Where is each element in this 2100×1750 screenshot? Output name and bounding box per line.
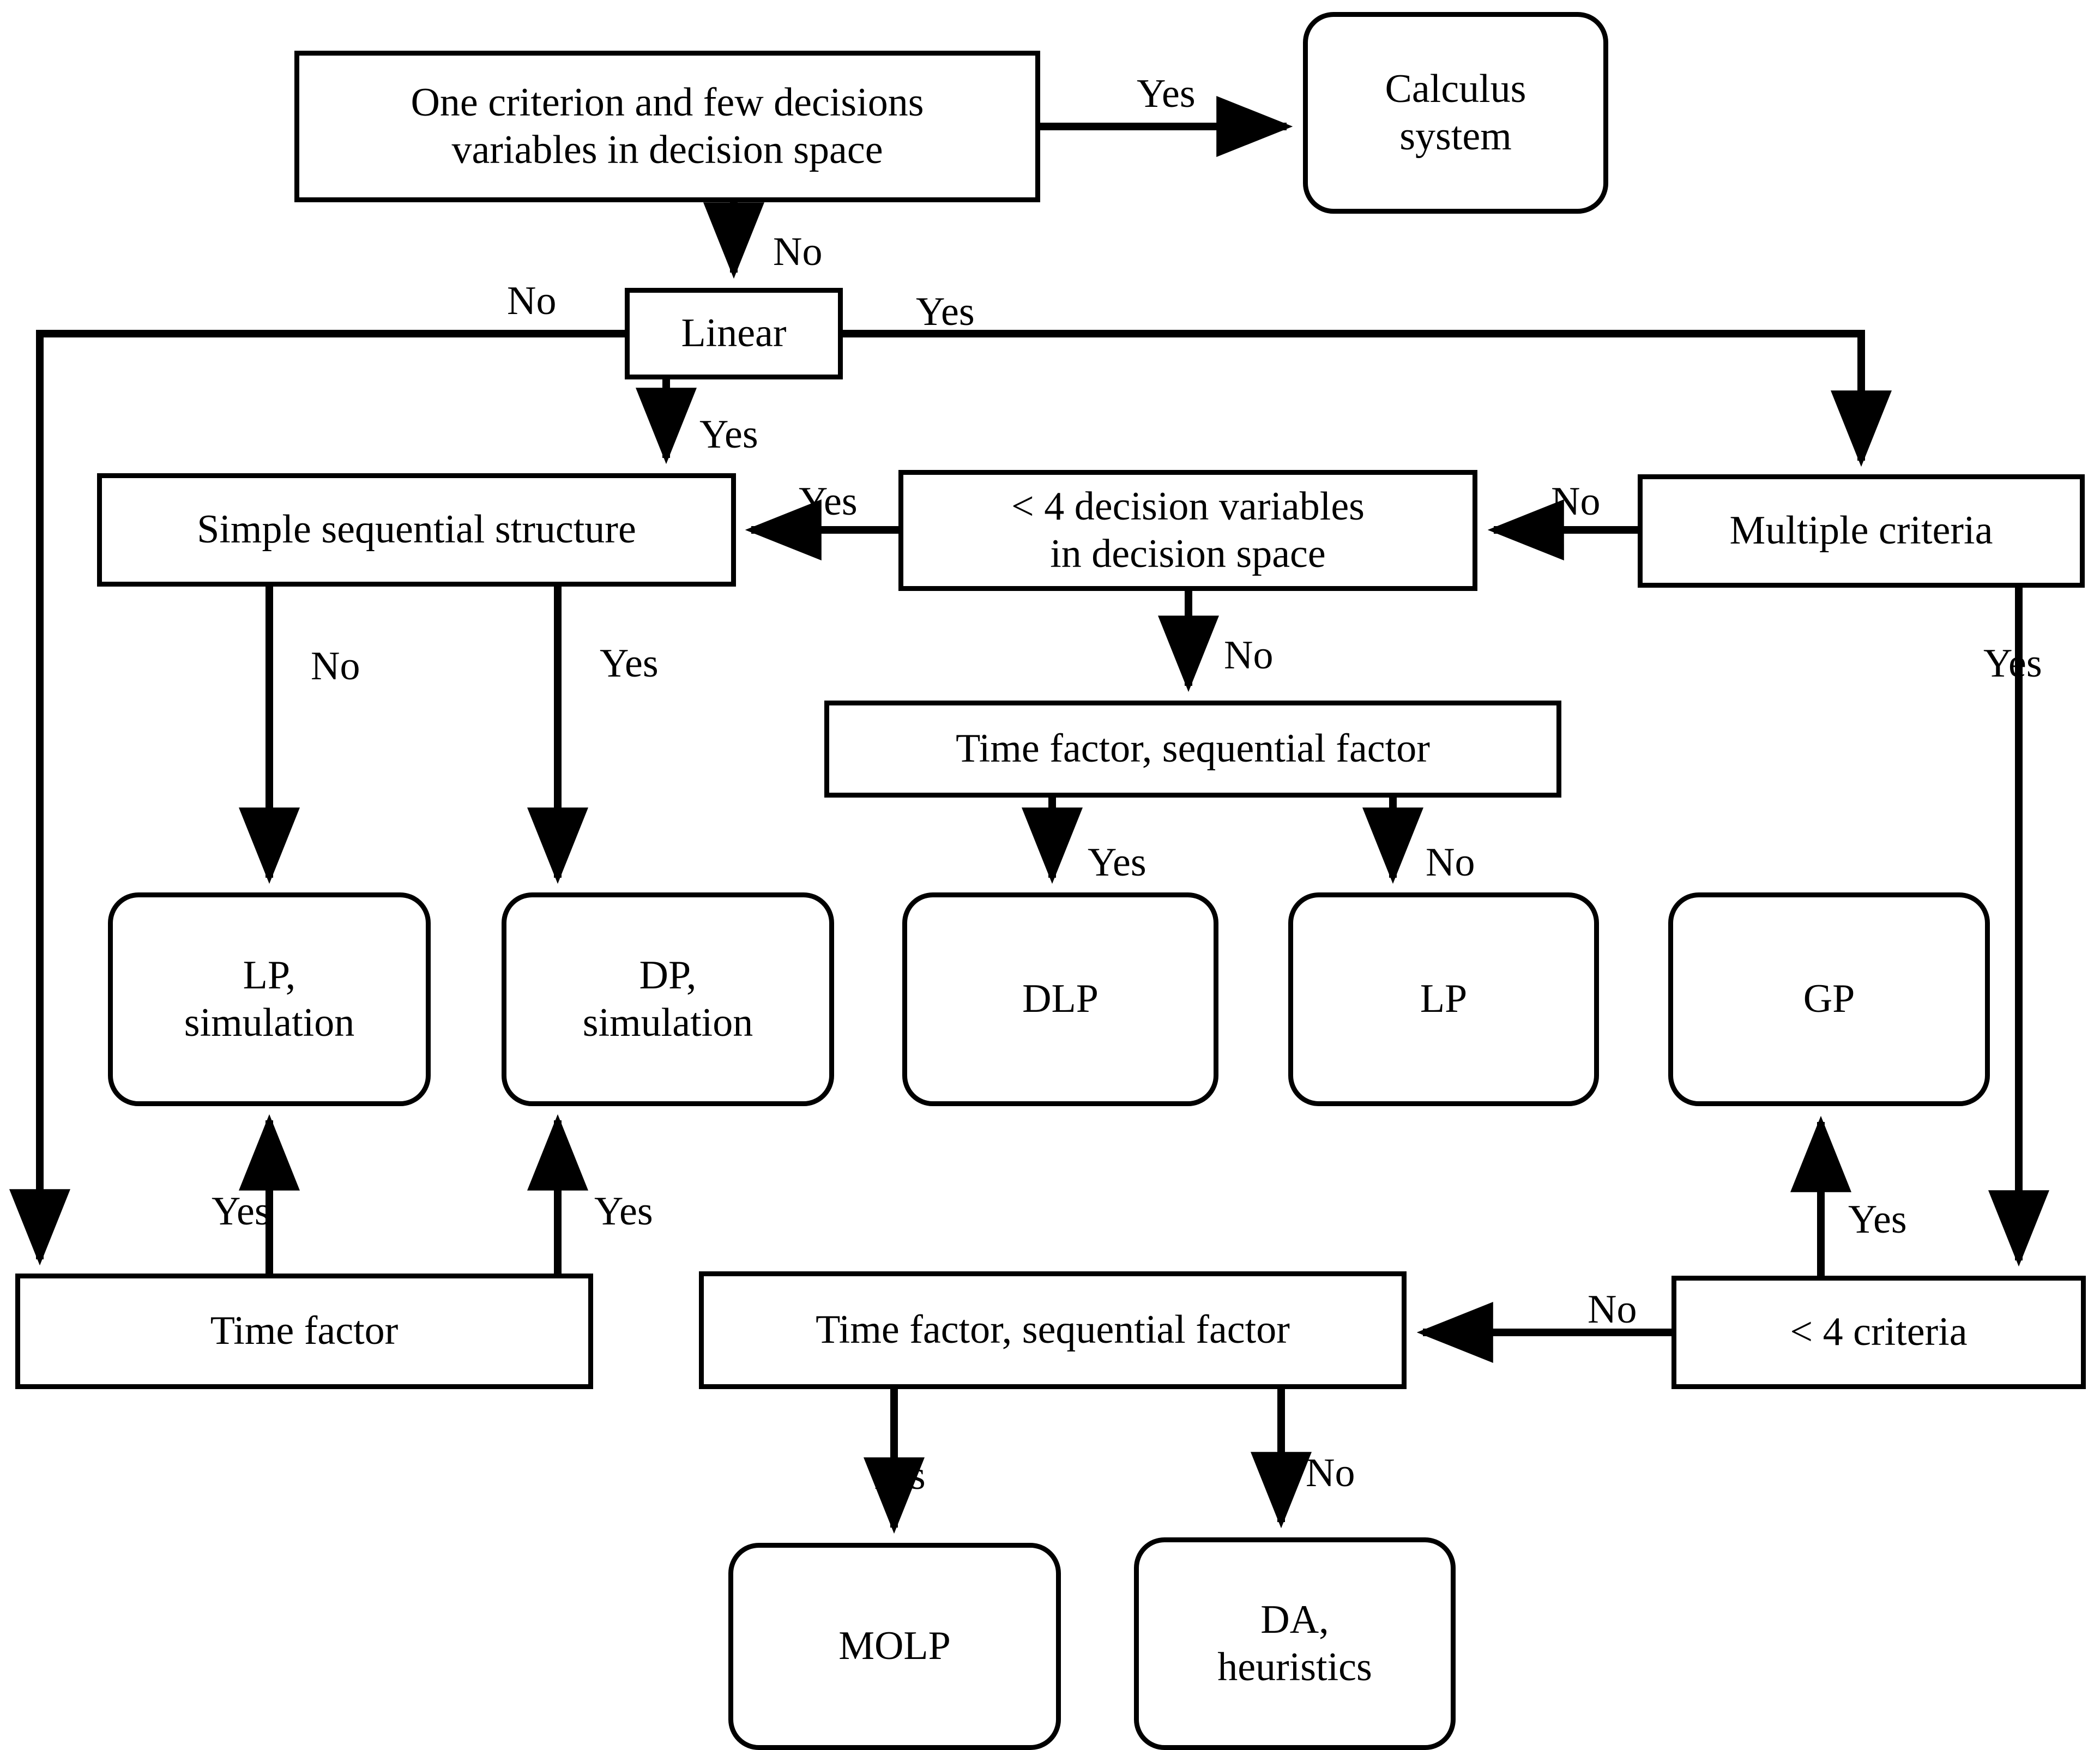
node-label-gp: GP <box>1803 976 1855 1022</box>
edge-label-no-bot-da: No <box>1306 1451 1355 1495</box>
node-label-molp: MOLP <box>838 1624 951 1669</box>
node-label-time-factor: Time factor <box>210 1308 399 1354</box>
edge-label-yes-linear-right: Yes <box>916 289 975 334</box>
edge-label-no-mid-lp: No <box>1426 840 1475 885</box>
edge-label-no-to-linear: No <box>773 230 823 274</box>
edge-label-no-criteria-left: No <box>1588 1287 1637 1332</box>
node-label-time-seq-factor-mid: Time factor, sequential factor <box>956 726 1430 771</box>
node-label-da-heuristics: DA,heuristics <box>1217 1597 1372 1689</box>
edge-label-yes-calculus: Yes <box>1137 71 1196 116</box>
node-lp[interactable]: LP <box>1288 892 1599 1106</box>
edge-label-no-vars-down: No <box>1224 633 1274 678</box>
edge-label-yes-timefactor-lp: Yes <box>212 1189 270 1234</box>
edge-label-no-criteria-to-vars: No <box>1551 479 1601 524</box>
node-molp[interactable]: MOLP <box>728 1543 1061 1750</box>
edge-label-yes-criteria-down: Yes <box>1983 641 2042 686</box>
node-time-factor[interactable]: Time factor <box>15 1274 593 1389</box>
node-label-linear: Linear <box>681 311 787 356</box>
node-time-seq-factor-mid[interactable]: Time factor, sequential factor <box>824 701 1561 798</box>
node-four-criteria[interactable]: < 4 criteria <box>1671 1276 2086 1389</box>
node-label-dp-simulation: DP,simulation <box>582 952 753 1045</box>
node-dp-simulation[interactable]: DP,simulation <box>502 892 834 1106</box>
edge-label-no-linear-left: No <box>507 279 557 323</box>
node-simple-sequential[interactable]: Simple sequential structure <box>97 473 736 587</box>
edge-linear-to-multiple-criteria <box>843 330 1892 467</box>
node-gp[interactable]: GP <box>1668 892 1990 1106</box>
edge-label-yes-timefactor-dp: Yes <box>594 1189 653 1234</box>
node-label-lp-simulation: LP,simulation <box>184 952 355 1045</box>
edge-label-yes-vars-to-simple: Yes <box>799 479 858 524</box>
node-label-dlp: DLP <box>1022 976 1099 1022</box>
edge-label-yes-simple-right: Yes <box>600 641 659 686</box>
edge-label-yes-criteria-gp: Yes <box>1848 1197 1907 1242</box>
node-lp-simulation[interactable]: LP,simulation <box>108 892 431 1106</box>
node-linear[interactable]: Linear <box>625 288 843 379</box>
edge-label-yes-linear-down: Yes <box>699 412 758 457</box>
node-label-multiple-criteria: Multiple criteria <box>1729 508 1993 553</box>
node-time-seq-factor-bot[interactable]: Time factor, sequential factor <box>699 1271 1407 1389</box>
node-label-lp: LP <box>1420 976 1468 1022</box>
node-label-simple-sequential: Simple sequential structure <box>197 507 636 552</box>
node-dlp[interactable]: DLP <box>902 892 1218 1106</box>
edge-label-yes-bot-molp: Yes <box>867 1453 926 1498</box>
edge-linear-no-to-time-factor <box>9 330 625 1266</box>
node-da-heuristics[interactable]: DA,heuristics <box>1134 1537 1456 1750</box>
edge-label-no-simple-left: No <box>311 644 360 689</box>
edge-label-yes-mid-dlp: Yes <box>1088 840 1146 885</box>
node-multiple-criteria[interactable]: Multiple criteria <box>1638 474 2085 588</box>
node-label-time-seq-factor-bot: Time factor, sequential factor <box>816 1307 1290 1353</box>
node-label-four-criteria: < 4 criteria <box>1790 1310 1968 1355</box>
